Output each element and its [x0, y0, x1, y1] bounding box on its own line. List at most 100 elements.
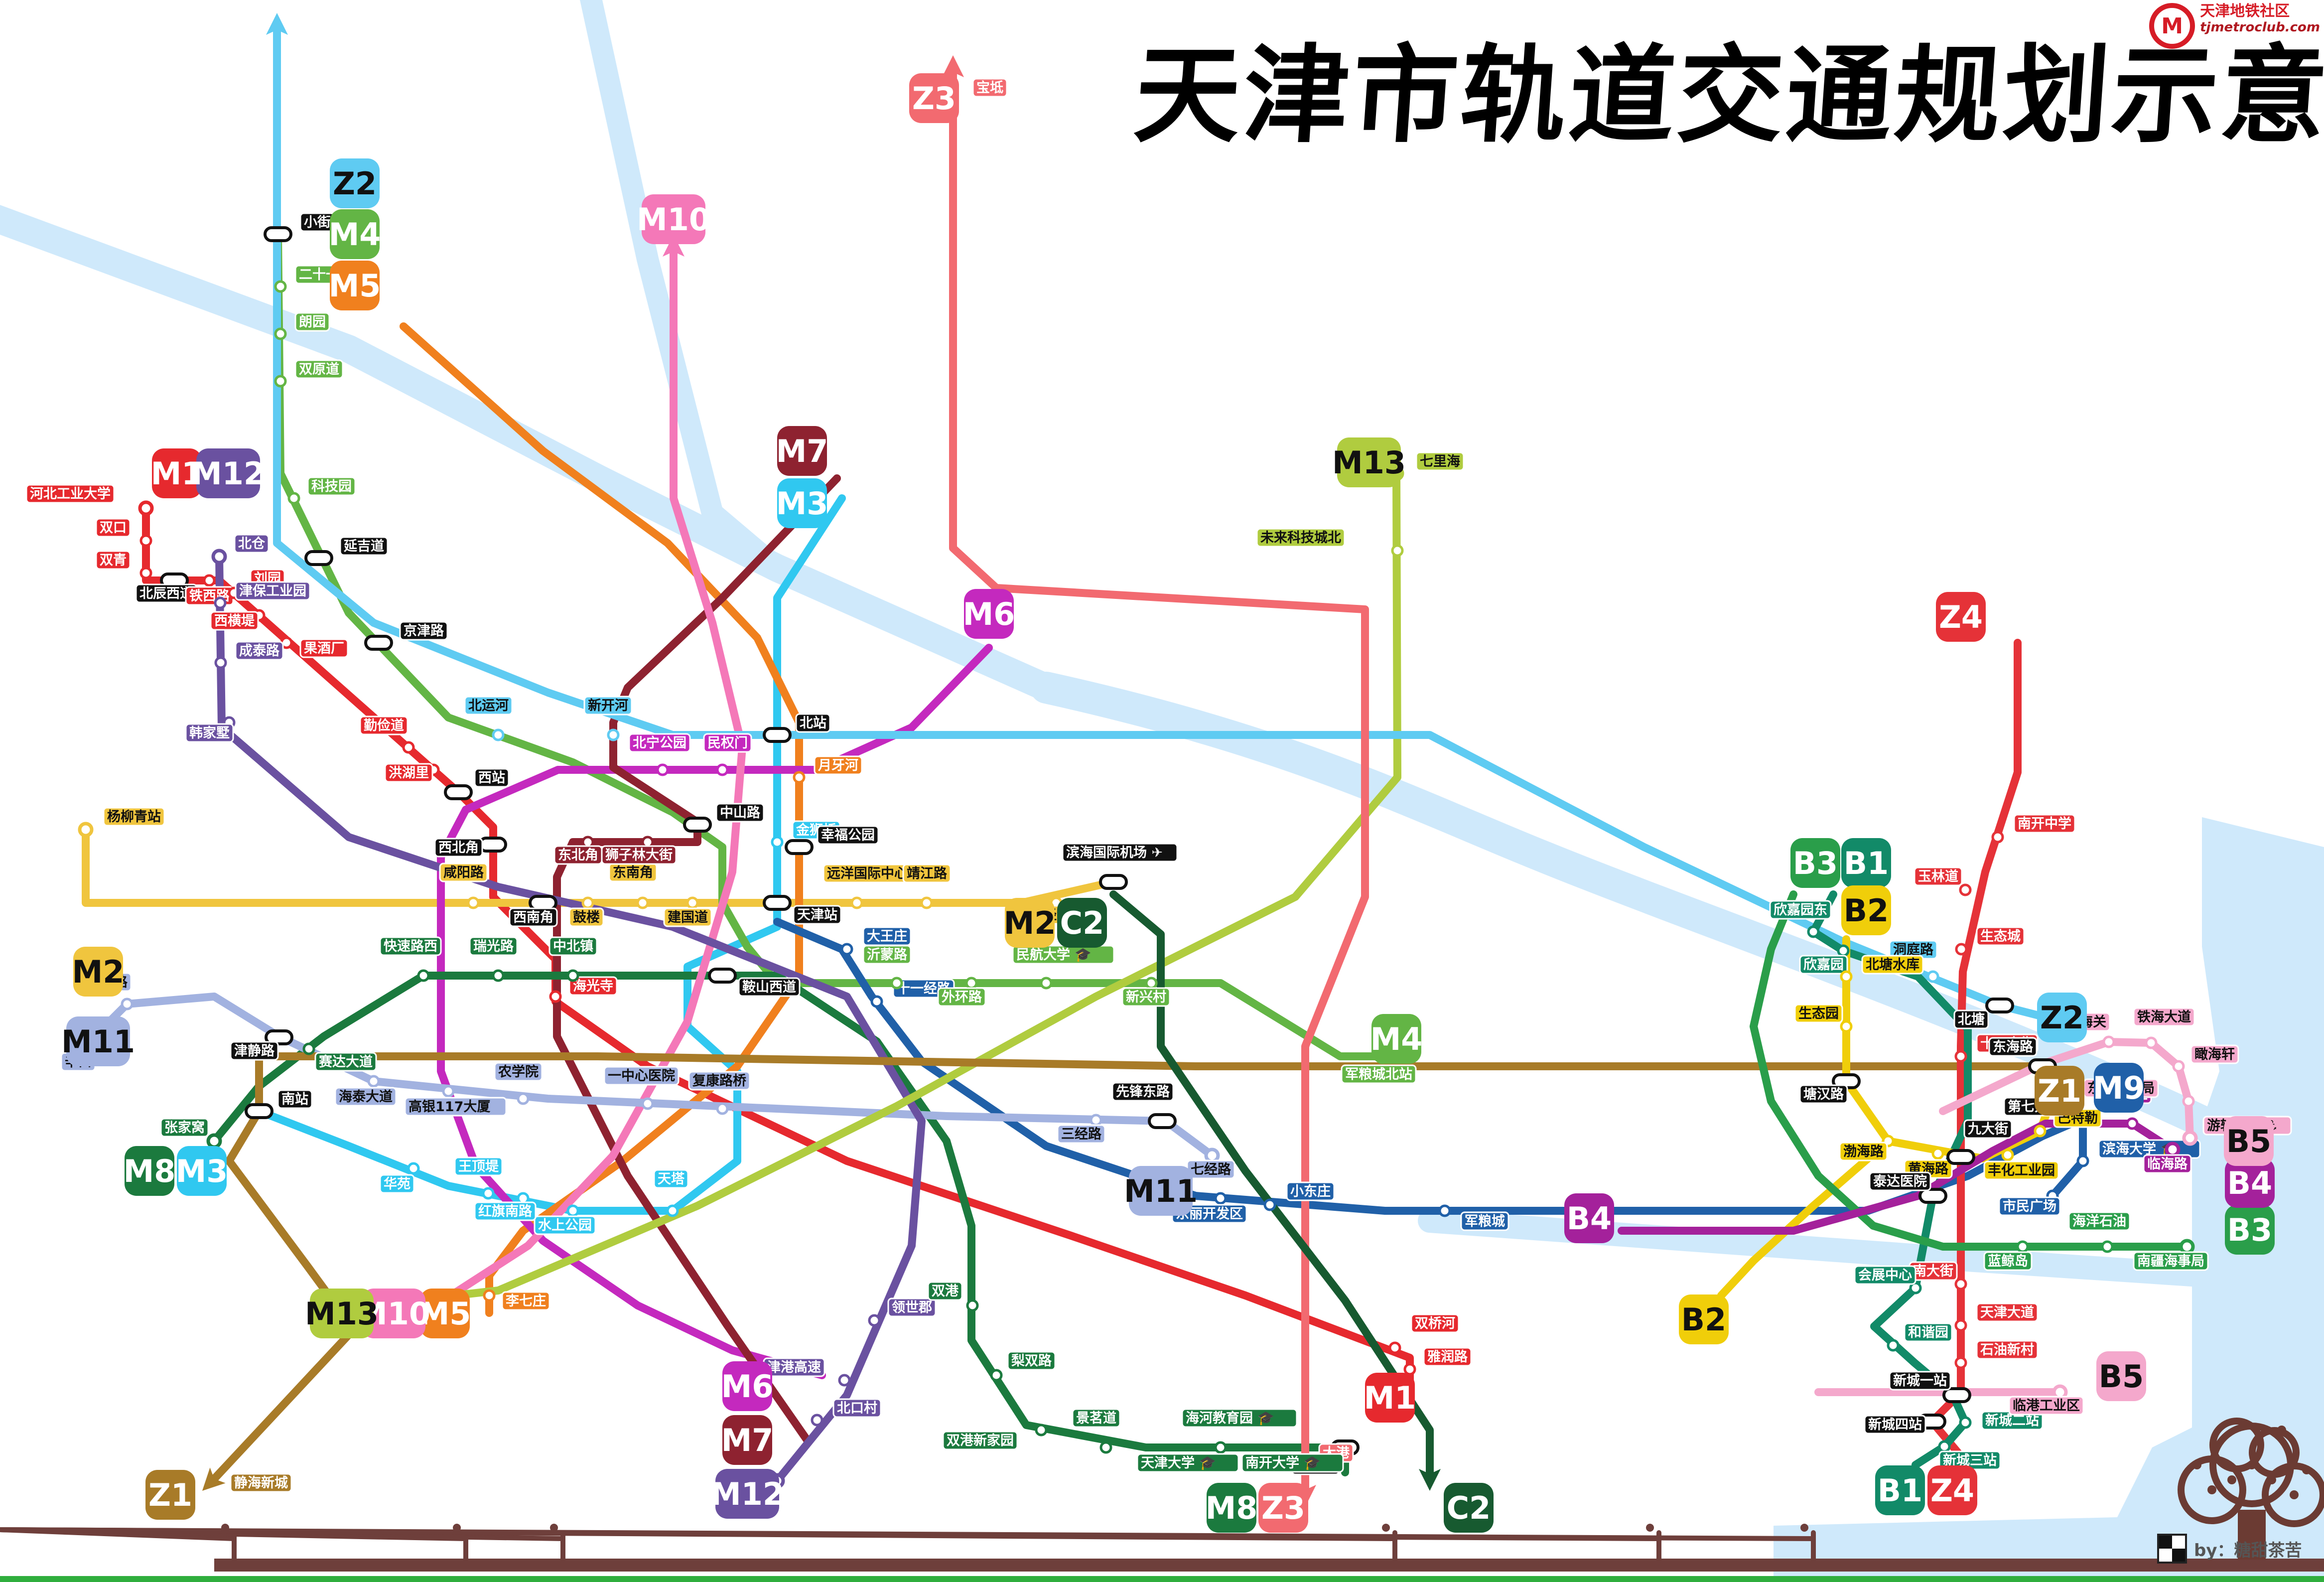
station-dot: [1954, 1356, 1967, 1369]
station-dot: [467, 896, 480, 909]
station-label-chip: [294, 359, 344, 379]
station-label: 领世郡: [892, 1300, 932, 1315]
station-label-chip: [1062, 843, 1178, 863]
line-badge-B3: [2225, 1205, 2275, 1255]
line-Z2: [273, 26, 2047, 1020]
station-dot: [890, 977, 903, 990]
line-terminus-arrow: [663, 235, 684, 257]
line-badge-label: M12: [191, 455, 265, 492]
station-label: 九大街: [1968, 1122, 2008, 1137]
station-label: 东海路: [1993, 1039, 2034, 1055]
station-label-chip: [434, 838, 483, 858]
station-label-chip: [2190, 1044, 2239, 1064]
station-label-chip: [1988, 1037, 2038, 1057]
line-badge-label: M2: [1004, 905, 1056, 941]
interchange-pill: [785, 839, 814, 855]
station-label: 和谐园: [1908, 1325, 1948, 1340]
line-badge-label: M1: [151, 455, 203, 492]
line-badge-label: M3: [176, 1153, 228, 1189]
line-badge-M12: [715, 1469, 779, 1519]
line-badge-label: C2: [1060, 905, 1104, 941]
tree-part: [2290, 1490, 2299, 1499]
station-label-chip: [688, 1071, 751, 1091]
line-badge-label: B4: [2227, 1165, 2272, 1201]
station-label-chip: [553, 845, 603, 865]
line-badge-B4: [2225, 1158, 2275, 1208]
station-label-chip: [1998, 1196, 2061, 1216]
station-label: 景茗道: [1076, 1410, 1116, 1426]
station-dot: [838, 1374, 851, 1387]
line-badge-Z3: [909, 73, 959, 123]
interchange-pill: [1946, 1149, 1975, 1165]
station-dot: [214, 596, 227, 609]
station-label-chip: [715, 803, 765, 823]
site-logo: M 天津地铁社区 tjmetroclub.com: [2149, 3, 2320, 49]
station-dot: [287, 492, 300, 505]
station-dot: [1035, 1424, 1048, 1437]
interchange-pill: [529, 895, 557, 911]
station-label: 华苑: [384, 1176, 410, 1192]
station-dot: [2016, 1240, 2029, 1253]
station-dot: [367, 1075, 380, 1088]
station-dot: [581, 896, 594, 909]
station-label: 泰达医院: [1873, 1173, 1927, 1189]
station-label: 东南角: [613, 864, 653, 880]
station-label: 宝坻: [976, 80, 1003, 96]
station-label: 北辰西道: [139, 585, 193, 601]
line-badge-B5: [2096, 1351, 2146, 1401]
station-label-chip: [1286, 1181, 1335, 1201]
line-badge-M12: [196, 448, 260, 498]
station-label: 新城一站: [1893, 1373, 1947, 1389]
station-dot: [811, 1414, 823, 1427]
station-label: 三经路: [1061, 1126, 1102, 1142]
station-label-chip: [384, 763, 433, 783]
station-label: 瑞光路: [473, 938, 514, 954]
tree-part: [2267, 1475, 2276, 1484]
line-badge-M10: [642, 194, 705, 244]
station-dot: [2172, 1060, 2185, 1073]
station-label: 天津大道: [1980, 1304, 2034, 1320]
interchange-pill: [1985, 998, 2014, 1013]
line-badge-label: Z2: [2040, 1000, 2084, 1036]
line-badge-Z3: [1258, 1483, 1308, 1533]
station-label-chip: [235, 581, 311, 601]
station-label-chip: [1861, 955, 1924, 975]
station-label: 中山路: [720, 805, 761, 821]
line-badge-M2: [73, 947, 123, 997]
station-dot: [402, 741, 415, 754]
interchange-pill: [245, 1103, 273, 1119]
interchange-pill: [683, 817, 712, 833]
station-dot: [920, 896, 933, 909]
station-label-chip: [534, 1215, 596, 1235]
line-badge-M13: [1337, 437, 1401, 487]
line-badge-label: M2: [72, 954, 125, 990]
station-terminus: [2182, 1130, 2198, 1146]
station-terminus: [1204, 1148, 1220, 1163]
interchange-pill: [444, 784, 473, 800]
station-label: 南开大学 🎓: [1245, 1455, 1321, 1471]
line-badge-label: B1: [1844, 845, 1889, 881]
station-label-chip: [1410, 1313, 1460, 1333]
tree-part: [2247, 1460, 2256, 1469]
station-label-chip: [339, 536, 389, 556]
station-label: 河北工业大学: [30, 486, 111, 502]
line-badge-M1: [1365, 1373, 1415, 1423]
station-label-chip: [583, 696, 633, 716]
station-dot: [2001, 1149, 2014, 1161]
line-badge-M11: [66, 1016, 130, 1066]
station-label-chip: [663, 907, 712, 927]
line-badge-M7: [722, 1415, 772, 1465]
station-label: 建国道: [668, 909, 708, 925]
station-dot: [1991, 831, 2004, 844]
station-label: 京津路: [404, 623, 444, 639]
station-label-chip: [95, 518, 131, 538]
station-dot: [965, 977, 978, 990]
station-label-chip: [509, 907, 558, 927]
station-label-chip: [1914, 866, 1963, 886]
station-dot: [2076, 1154, 2089, 1167]
line-badge-label: M9: [2093, 1070, 2145, 1106]
station-label-chip: [568, 976, 618, 996]
line-badge-label: B4: [1567, 1200, 1612, 1237]
station-label-chip: [1953, 1009, 1989, 1029]
station-label-chip: [1769, 900, 1832, 920]
